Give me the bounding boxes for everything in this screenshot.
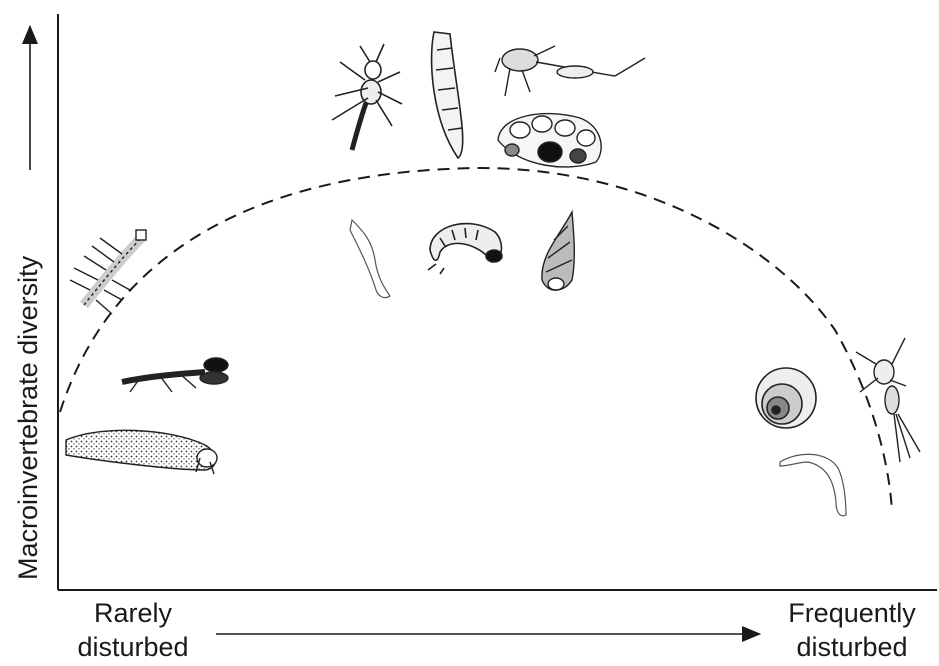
caddis-larva-icon [66, 430, 217, 474]
worm-larva-icon [432, 32, 463, 158]
x-label-rarely-disturbed: disturbed [77, 632, 188, 662]
stonefly-nymph-icon [332, 44, 402, 150]
x-label-frequently: Frequently [788, 598, 916, 628]
dobsonfly-larva-icon [70, 230, 146, 314]
coiled-snail-icon [756, 368, 816, 428]
dragonfly-larva-icon [495, 46, 645, 96]
mayfly-nymph-icon [856, 338, 920, 462]
beetle-larva-icon [428, 224, 502, 274]
caddis-case-icon [498, 114, 601, 167]
damselfly-larva-icon [122, 358, 228, 392]
midge-larva-icon [780, 454, 846, 515]
fly-larva-icon [350, 220, 390, 298]
spire-snail-icon [542, 212, 574, 290]
x-label-frequently-disturbed: disturbed [796, 632, 907, 662]
x-label-rarely: Rarely [94, 598, 173, 628]
y-axis-label: Macroinvertebrate diversity [13, 255, 43, 580]
